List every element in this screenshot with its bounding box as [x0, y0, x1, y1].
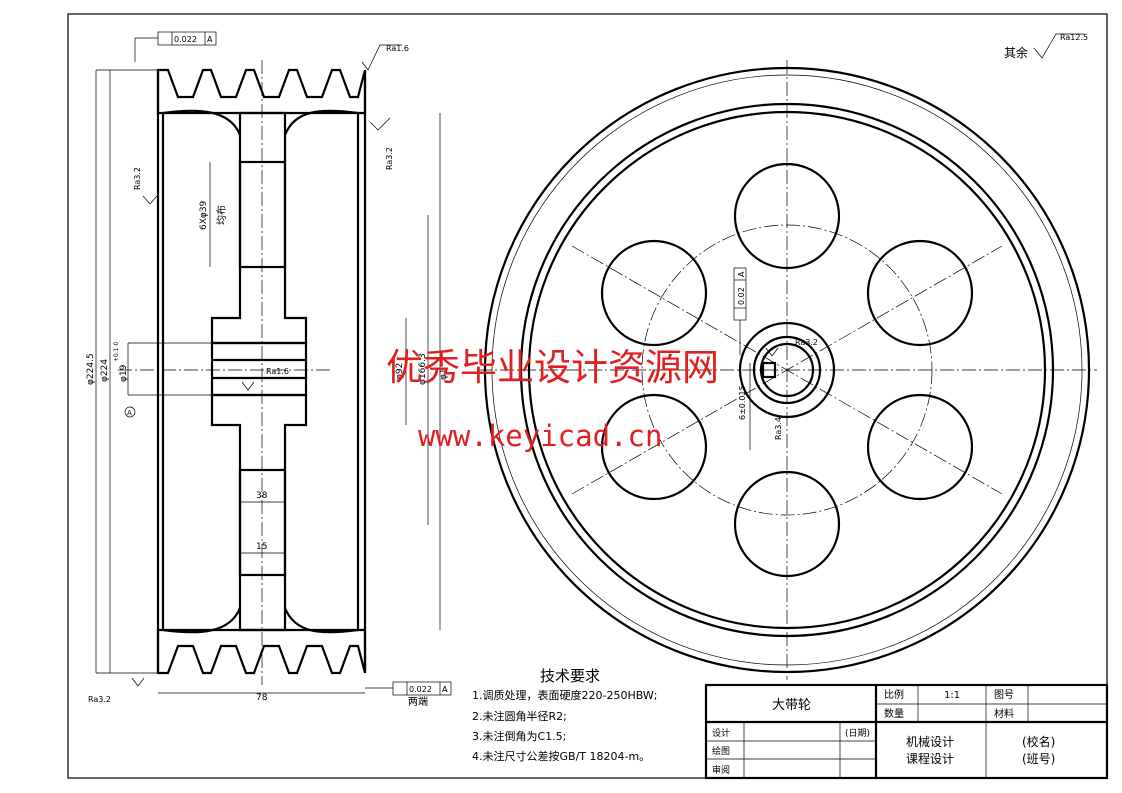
dim-d92: φ92 — [395, 363, 405, 380]
scale-label: 比例 — [884, 688, 904, 701]
design-label: 设计 — [712, 727, 730, 739]
tol-keyway-datum: A — [737, 271, 746, 277]
two-ends-note: 两端 — [408, 695, 428, 708]
scale-value: 1:1 — [944, 690, 960, 701]
keyway — [761, 361, 777, 379]
draw-label: 绘图 — [712, 745, 730, 757]
web-hole — [733, 162, 841, 270]
watermark-line2: www.keyicad.cn — [418, 419, 662, 453]
upper-rim-hatch — [156, 68, 367, 115]
dim-d2245: φ224.5 — [86, 353, 96, 385]
roughness-ra16-top: Ra1.6 — [386, 44, 409, 53]
tol-bottom-datum: A — [442, 685, 448, 694]
watermark-line1: 优秀毕业设计资源网 — [386, 346, 719, 389]
web-hole — [866, 239, 974, 347]
web-hole — [866, 393, 974, 501]
dim-w38: 38 — [256, 491, 268, 501]
web-hole — [600, 239, 708, 347]
web-hole — [733, 470, 841, 578]
part-name: 大带轮 — [772, 698, 811, 713]
roughness-other-label: 其余 — [1004, 45, 1028, 60]
lower-rim-hatch — [156, 628, 367, 675]
dim-d19: φ19 — [119, 364, 129, 382]
school-name: (校名) — [1022, 734, 1055, 749]
web-upper-hatch — [210, 111, 308, 345]
tol-top-value: 0.022 — [174, 35, 197, 44]
title-block: 大带轮 比例 1:1 图号 数量 材料 设计 绘图 审阅 (日期) 机械设计 课… — [704, 683, 1109, 780]
roughness-ra32-bottom: Ra3.2 — [88, 695, 111, 704]
web-hole — [600, 393, 708, 501]
tech-item: 4.未注尺寸公差按GB/T 18204-m。 — [472, 749, 650, 763]
dim-holes-note: 均布 — [216, 205, 228, 225]
tech-item: 3.未注倒角为C1.5; — [472, 729, 566, 743]
tol-keyway-value: 0.02 — [737, 287, 746, 305]
roughness-ra32-key: Ra3.2 — [795, 338, 818, 347]
tech-item: 2.未注圆角半径R2; — [472, 709, 567, 723]
bore-circle — [759, 342, 815, 398]
tech-title: 技术要求 — [540, 667, 600, 685]
date-label: (日期) — [845, 728, 870, 739]
drawing-frame — [67, 13, 1108, 779]
roughness-ra32-right: Ra3.2 — [385, 147, 394, 170]
roughness-ra32-left: Ra3.2 — [133, 167, 142, 190]
dim-w78: 78 — [256, 693, 268, 703]
dim-d19-tol: +0.1 0 — [113, 342, 120, 362]
roughness-ra34-keyside: Ra3.4 — [774, 417, 783, 440]
tech-requirements: 技术要求 1.调质处理，表面硬度220-250HBW; 2.未注圆角半径R2; … — [472, 667, 657, 763]
datum-a-symbol: A — [127, 409, 132, 417]
tol-top-datum: A — [207, 35, 213, 44]
dim-key-width: 6±0.015 — [738, 385, 747, 420]
qty-label: 数量 — [884, 707, 904, 720]
dim-hole-circle: φ1 — [439, 368, 449, 380]
roughness-ra16-bore: Ra1.6 — [266, 367, 289, 376]
course-line1: 机械设计 — [906, 734, 954, 749]
review-label: 审阅 — [712, 764, 730, 776]
material-label: 材料 — [994, 707, 1014, 720]
dim-holes: 6Xφ39 — [199, 200, 209, 230]
course-line2: 课程设计 — [906, 751, 954, 766]
drawing-no-label: 图号 — [994, 689, 1014, 701]
dim-d1663: φ166.3 — [418, 353, 428, 385]
tech-item: 1.调质处理，表面硬度220-250HBW; — [472, 688, 657, 702]
class-name: (班号) — [1022, 752, 1055, 766]
front-view: 0.02 A 6±0.015 Ra3.2 Ra3.4 其余 Ra12.5 — [478, 33, 1097, 680]
section-view: φ224.5 φ224 φ19 +0.1 0 6Xφ39 均布 φ92 φ166… — [86, 31, 452, 708]
tol-bottom-value: 0.022 — [409, 685, 432, 694]
hub-circle — [738, 321, 836, 419]
dim-w15: 15 — [256, 542, 267, 552]
dim-d224: φ224 — [100, 359, 110, 382]
web-lower-hatch — [210, 393, 308, 632]
roughness-ra125: Ra12.5 — [1060, 33, 1088, 42]
